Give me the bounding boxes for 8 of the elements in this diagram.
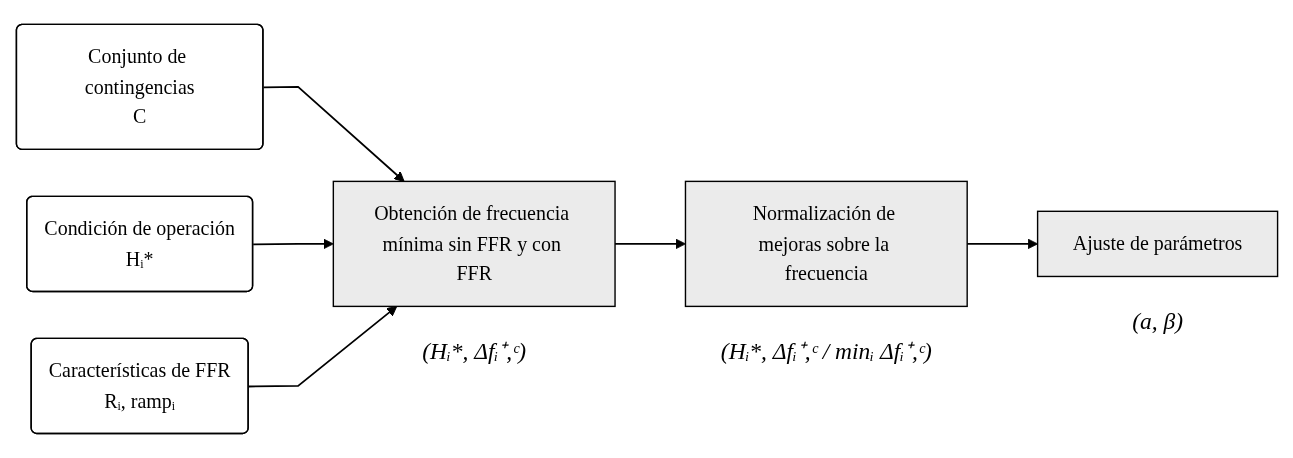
- formula-text: (a, β): [1131, 308, 1183, 335]
- node-box: Normalización de mejoras sobre la frecuencia: [684, 180, 968, 308]
- arrow: [247, 306, 397, 388]
- formula-text: (Hᵢ*, Δfᵢ⁺,ᶜ): [421, 338, 526, 365]
- node-box: Ajuste de parámetros: [1036, 210, 1278, 278]
- formula-text: (Hᵢ*, Δfᵢ⁺,ᶜ / minᵢ Δfᵢ⁺,ᶜ): [720, 338, 932, 365]
- arrow: [262, 86, 405, 182]
- node-box: Obtención de frecuencia mínima sin FFR y con FFR: [332, 180, 616, 308]
